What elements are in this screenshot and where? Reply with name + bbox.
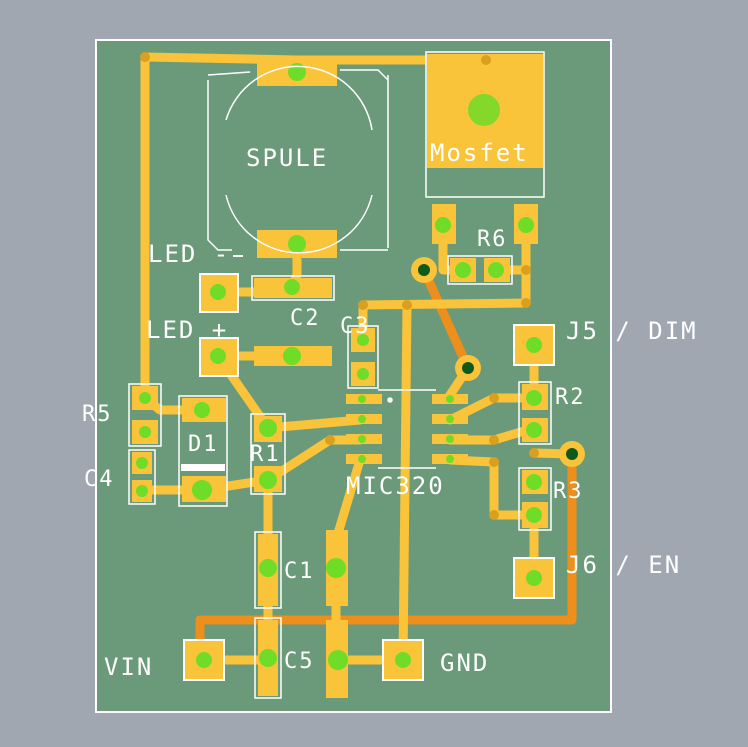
label-j5-dim: J5 / DIM [566, 317, 698, 345]
label-r3: R3 [553, 479, 584, 504]
component-labels: SPULE Mosfet R6 LED - LED + C2 C3 J5 / D… [82, 139, 698, 681]
vias [411, 257, 585, 467]
silkscreen [128, 51, 552, 699]
diode-cathode-band [181, 464, 225, 471]
label-r5: R5 [82, 402, 113, 427]
label-c4: C4 [84, 467, 115, 492]
label-c2: C2 [290, 306, 321, 331]
label-c5: C5 [284, 649, 315, 674]
label-r2: R2 [555, 385, 586, 410]
pad-centers [136, 63, 542, 670]
label-vin: VIN [104, 653, 153, 681]
label-led-plus: LED + [146, 316, 228, 344]
label-mosfet: Mosfet [430, 139, 529, 167]
label-c3: C3 [340, 314, 371, 339]
label-led-minus: LED - [148, 240, 230, 268]
label-j6-en: J6 / EN [566, 551, 681, 579]
label-r6: R6 [477, 227, 508, 252]
label-r1: R1 [250, 442, 281, 467]
trace-junctions [140, 52, 539, 520]
label-c1: C1 [284, 559, 315, 584]
label-mic320: MIC320 [346, 472, 445, 500]
label-d1: D1 [188, 432, 219, 457]
label-spule: SPULE [246, 144, 328, 172]
label-gnd: GND [440, 649, 489, 677]
